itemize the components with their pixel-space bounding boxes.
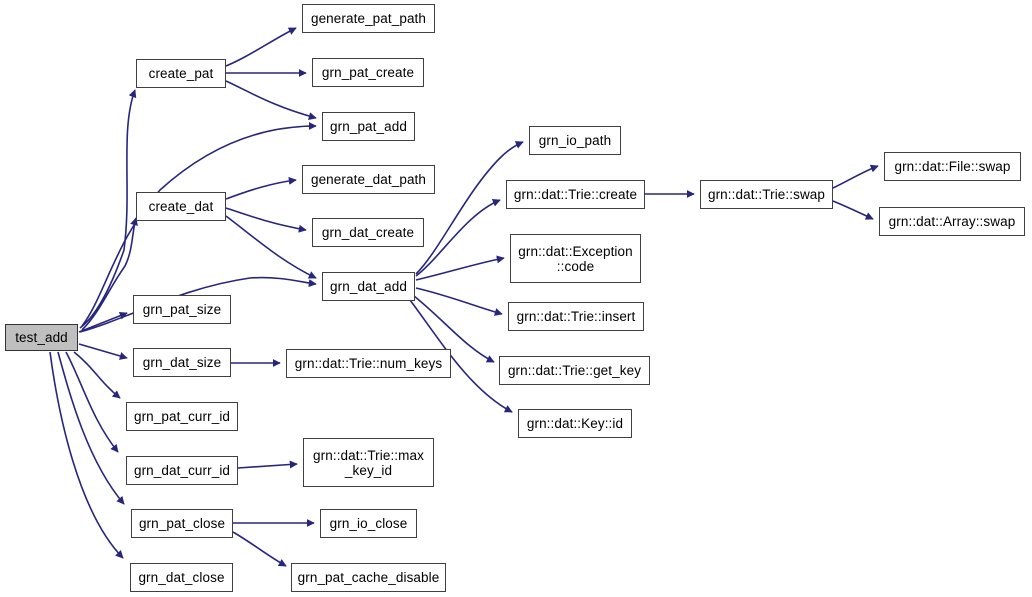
- graph-node-grn_pat_add[interactable]: grn_pat_add: [322, 112, 415, 141]
- graph-node-grn_dat_close[interactable]: grn_dat_close: [130, 563, 233, 592]
- graph-node-label: grn_dat_close: [138, 570, 225, 585]
- graph-node-label: grn_dat_size: [142, 355, 222, 370]
- call-edge-test_add-to-grn_pat_size: [78, 311, 128, 333]
- graph-node-label: grn_pat_close: [138, 516, 226, 531]
- graph-node-label: grn::dat::Key::id: [526, 416, 624, 431]
- call-edge-create_pat-to-generate_pat_path: [225, 27, 297, 67]
- graph-node-label: grn_io_close: [329, 516, 408, 531]
- graph-node-generate_pat_path[interactable]: generate_pat_path: [302, 4, 435, 33]
- call-edge-trie_swap-to-array_swap: [832, 200, 874, 220]
- graph-node-label: grn::dat::Trie::insert: [516, 309, 636, 324]
- graph-node-grn_dat_size[interactable]: grn_dat_size: [133, 348, 231, 377]
- graph-node-grn_dat_curr_id[interactable]: grn_dat_curr_id: [126, 456, 238, 485]
- call-edge-create_dat-to-grn_dat_create: [225, 207, 307, 233]
- graph-node-label: grn::dat::Trie::get_key: [507, 363, 642, 378]
- call-edge-test_add-to-grn_dat_close: [49, 351, 124, 559]
- graph-node-trie_max_key_id[interactable]: grn::dat::Trie::max _key_id: [303, 438, 434, 487]
- call-edge-trie_swap-to-file_swap: [832, 164, 879, 189]
- call-edge-create_pat-to-grn_pat_add: [225, 80, 317, 120]
- graph-node-label: test_add: [15, 330, 68, 345]
- graph-node-label: create_pat: [148, 66, 214, 81]
- call-edge-test_add-to-grn_pat_close: [57, 351, 125, 505]
- graph-node-label: grn_pat_size: [142, 302, 222, 317]
- graph-node-label: grn_dat_curr_id: [133, 463, 231, 478]
- graph-node-trie_num_keys[interactable]: grn::dat::Trie::num_keys: [286, 349, 451, 378]
- graph-node-grn_dat_create[interactable]: grn_dat_create: [312, 218, 424, 247]
- graph-node-create_dat[interactable]: create_dat: [136, 192, 226, 221]
- call-edge-grn_dat_add-to-trie_create: [415, 199, 501, 277]
- graph-node-create_pat[interactable]: create_pat: [136, 59, 226, 88]
- graph-node-grn_pat_curr_id[interactable]: grn_pat_curr_id: [126, 402, 238, 431]
- graph-node-grn_pat_close[interactable]: grn_pat_close: [131, 509, 233, 538]
- graph-node-label: grn::dat::Array::swap: [888, 214, 1016, 229]
- graph-node-label: grn_pat_curr_id: [133, 409, 231, 424]
- graph-node-label: grn::dat::Trie::max _key_id: [313, 447, 424, 478]
- graph-node-trie_insert[interactable]: grn::dat::Trie::insert: [508, 302, 644, 331]
- call-edge-test_add-to-grn_pat_curr_id: [73, 351, 121, 399]
- call-edge-grn_dat_add-to-trie_insert: [415, 287, 503, 316]
- graph-node-label: grn_pat_cache_disable: [297, 570, 440, 585]
- graph-node-trie_create[interactable]: grn::dat::Trie::create: [506, 180, 645, 209]
- call-edge-create_dat-to-grn_dat_add: [225, 215, 317, 279]
- graph-node-label: grn::dat::File::swap: [894, 159, 1011, 174]
- graph-node-label: grn_dat_create: [321, 225, 415, 240]
- graph-node-array_swap[interactable]: grn::dat::Array::swap: [879, 207, 1025, 236]
- graph-node-label: grn_pat_add: [330, 119, 407, 134]
- graph-node-grn_io_close[interactable]: grn_io_close: [320, 509, 417, 538]
- call-edge-grn_dat_curr_id-to-trie_max_key_id: [237, 460, 298, 469]
- graph-node-trie_swap[interactable]: grn::dat::Trie::swap: [700, 180, 833, 209]
- graph-node-grn_pat_size[interactable]: grn_pat_size: [133, 295, 231, 324]
- graph-node-test_add[interactable]: test_add: [5, 324, 78, 351]
- call-edge-create_dat-to-generate_dat_path: [225, 176, 297, 200]
- graph-node-grn_pat_create[interactable]: grn_pat_create: [312, 58, 424, 87]
- graph-node-label: create_dat: [148, 199, 214, 214]
- graph-node-file_swap[interactable]: grn::dat::File::swap: [884, 152, 1021, 181]
- graph-node-label: generate_dat_path: [310, 172, 427, 187]
- call-edge-test_add-to-create_pat: [79, 89, 137, 329]
- graph-node-label: grn::dat::Trie::swap: [707, 187, 826, 202]
- call-edge-grn_pat_close-to-grn_pat_cache_disable: [232, 531, 287, 567]
- graph-node-label: generate_pat_path: [310, 11, 427, 26]
- graph-node-grn_dat_add[interactable]: grn_dat_add: [322, 272, 415, 301]
- graph-node-label: grn::dat::Exception ::code: [518, 243, 633, 274]
- graph-node-grn_io_path[interactable]: grn_io_path: [529, 126, 621, 155]
- graph-node-label: grn_io_path: [538, 133, 612, 148]
- call-edge-grn_dat_add-to-exception_code: [415, 255, 505, 281]
- call-edge-test_add-to-grn_dat_size: [78, 343, 128, 360]
- graph-node-label: grn::dat::Trie::create: [513, 187, 638, 202]
- graph-node-generate_dat_path[interactable]: generate_dat_path: [302, 165, 435, 194]
- graph-node-label: grn::dat::Trie::num_keys: [294, 356, 443, 371]
- graph-node-grn_pat_cache_disable[interactable]: grn_pat_cache_disable: [291, 563, 446, 592]
- graph-node-label: grn_pat_create: [321, 65, 415, 80]
- graph-node-trie_get_key[interactable]: grn::dat::Trie::get_key: [499, 356, 650, 385]
- graph-node-label: grn_dat_add: [330, 279, 407, 294]
- graph-node-exception_code[interactable]: grn::dat::Exception ::code: [510, 234, 641, 283]
- graph-node-key_id[interactable]: grn::dat::Key::id: [518, 409, 632, 438]
- call-edge-test_add-to-grn_dat_curr_id: [65, 351, 119, 453]
- call-edge-test_add-to-create_dat: [81, 217, 138, 331]
